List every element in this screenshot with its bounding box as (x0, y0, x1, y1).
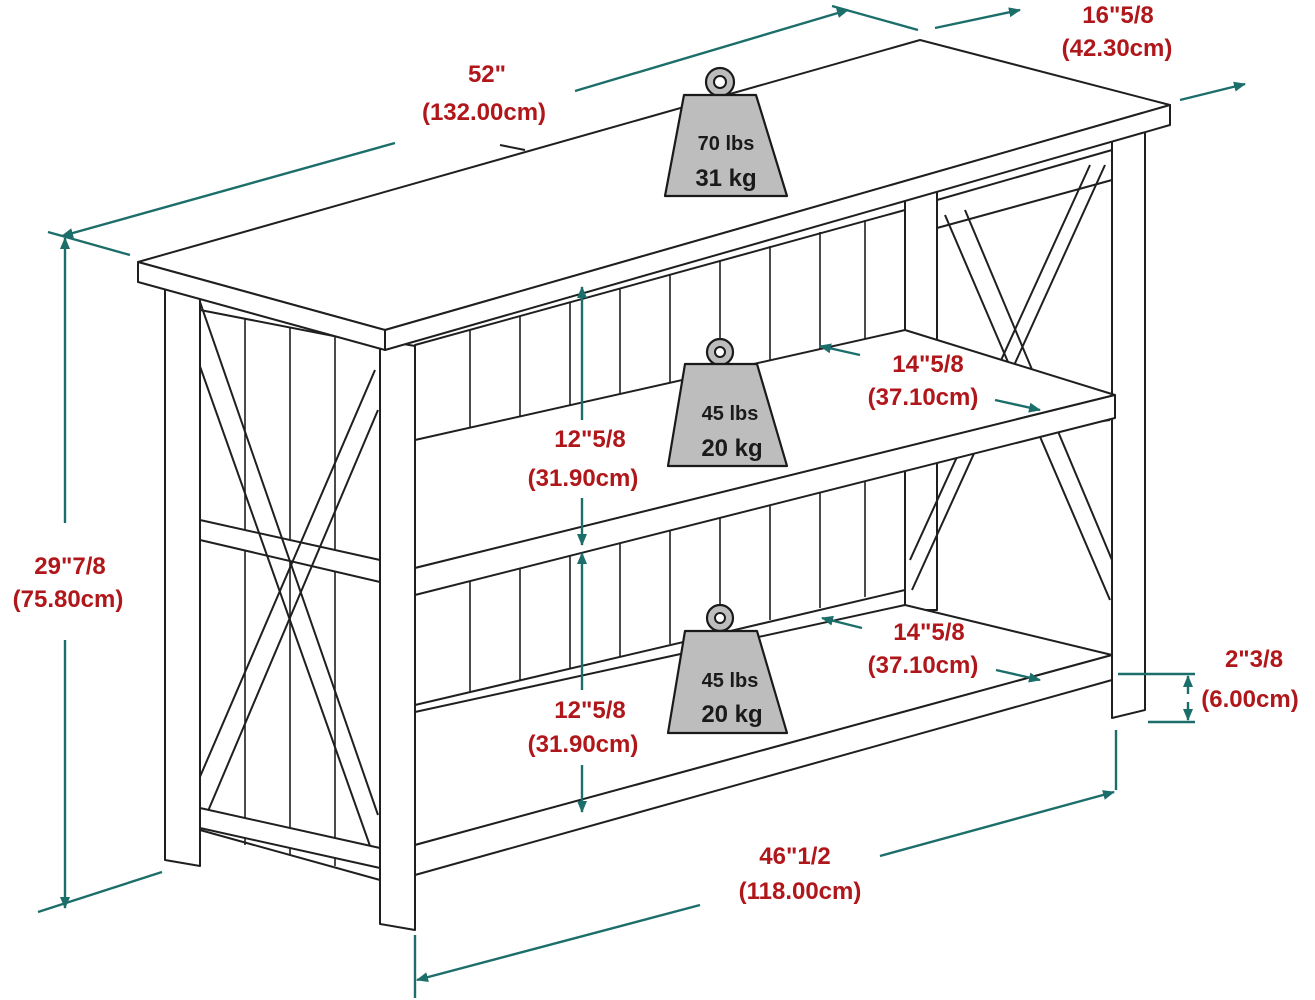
depth-arrow-left (934, 7, 1021, 30)
left-slats (244, 318, 336, 866)
lower-gap-metric: (31.90cm) (528, 731, 639, 758)
top-length-arrow-left (61, 141, 396, 238)
inner-width-imperial: 46"1/2 (759, 843, 830, 870)
depth-arrow-right (1179, 81, 1246, 102)
bottom-depth-arrow-right (995, 668, 1041, 683)
inner-width-arrow-left (416, 903, 701, 983)
depth-metric: (42.30cm) (1062, 35, 1173, 62)
center-front-leg (379, 339, 416, 931)
weight-middle-lbs: 45 lbs (702, 403, 759, 425)
bottom-depth-metric: (37.10cm) (868, 652, 979, 679)
height-metric: (75.80cm) (13, 586, 124, 613)
table-illustration (137, 39, 1171, 931)
weight-bottom-lbs: 45 lbs (702, 670, 759, 692)
weight-body (663, 93, 789, 198)
bottom-depth-imperial: 14"5/8 (893, 619, 964, 646)
weight-bottom: 45 lbs 20 kg (666, 603, 789, 735)
lower-gap-imperial: 12"5/8 (554, 697, 625, 724)
upper-gap-metric: (31.90cm) (528, 465, 639, 492)
top-length-metric: (132.00cm) (422, 99, 546, 126)
left-x-frame (179, 301, 381, 869)
weight-body (666, 629, 789, 735)
height-imperial: 29"7/8 (34, 553, 105, 580)
middle-depth-arrow-left (819, 343, 861, 357)
middle-depth-arrow-right (994, 398, 1041, 413)
clearance-imperial: 2"3/8 (1225, 646, 1283, 673)
inner-width-arrow-right (879, 790, 1115, 858)
clearance-metric: (6.00cm) (1201, 686, 1298, 713)
tabletop-mark (499, 144, 526, 151)
middle-depth-metric: (37.10cm) (868, 384, 979, 411)
dimension-labels: 52" (132.00cm) 16"5/8 (42.30cm) 29"7/8 (… (13, 2, 1299, 905)
weight-bottom-kg: 20 kg (701, 701, 762, 728)
inner-width-metric: (118.00cm) (739, 878, 862, 905)
bottom-depth-arrow-left (821, 615, 863, 630)
weight-top: 70 lbs 31 kg (663, 66, 789, 198)
weight-top-kg: 31 kg (695, 165, 756, 192)
upper-gap-imperial: 12"5/8 (554, 426, 625, 453)
depth-imperial: 16"5/8 (1082, 2, 1153, 29)
right-front-leg (1111, 131, 1146, 719)
top-length-imperial: 52" (468, 61, 506, 88)
dimension-arrows (37, 4, 1246, 998)
weight-top-lbs: 70 lbs (698, 133, 755, 155)
left-front-leg (164, 284, 201, 867)
weight-middle: 45 lbs 20 kg (666, 337, 789, 468)
weight-middle-kg: 20 kg (701, 435, 762, 462)
weight-body (666, 362, 789, 468)
middle-depth-imperial: 14"5/8 (892, 351, 963, 378)
top-length-arrow-right (574, 8, 849, 93)
